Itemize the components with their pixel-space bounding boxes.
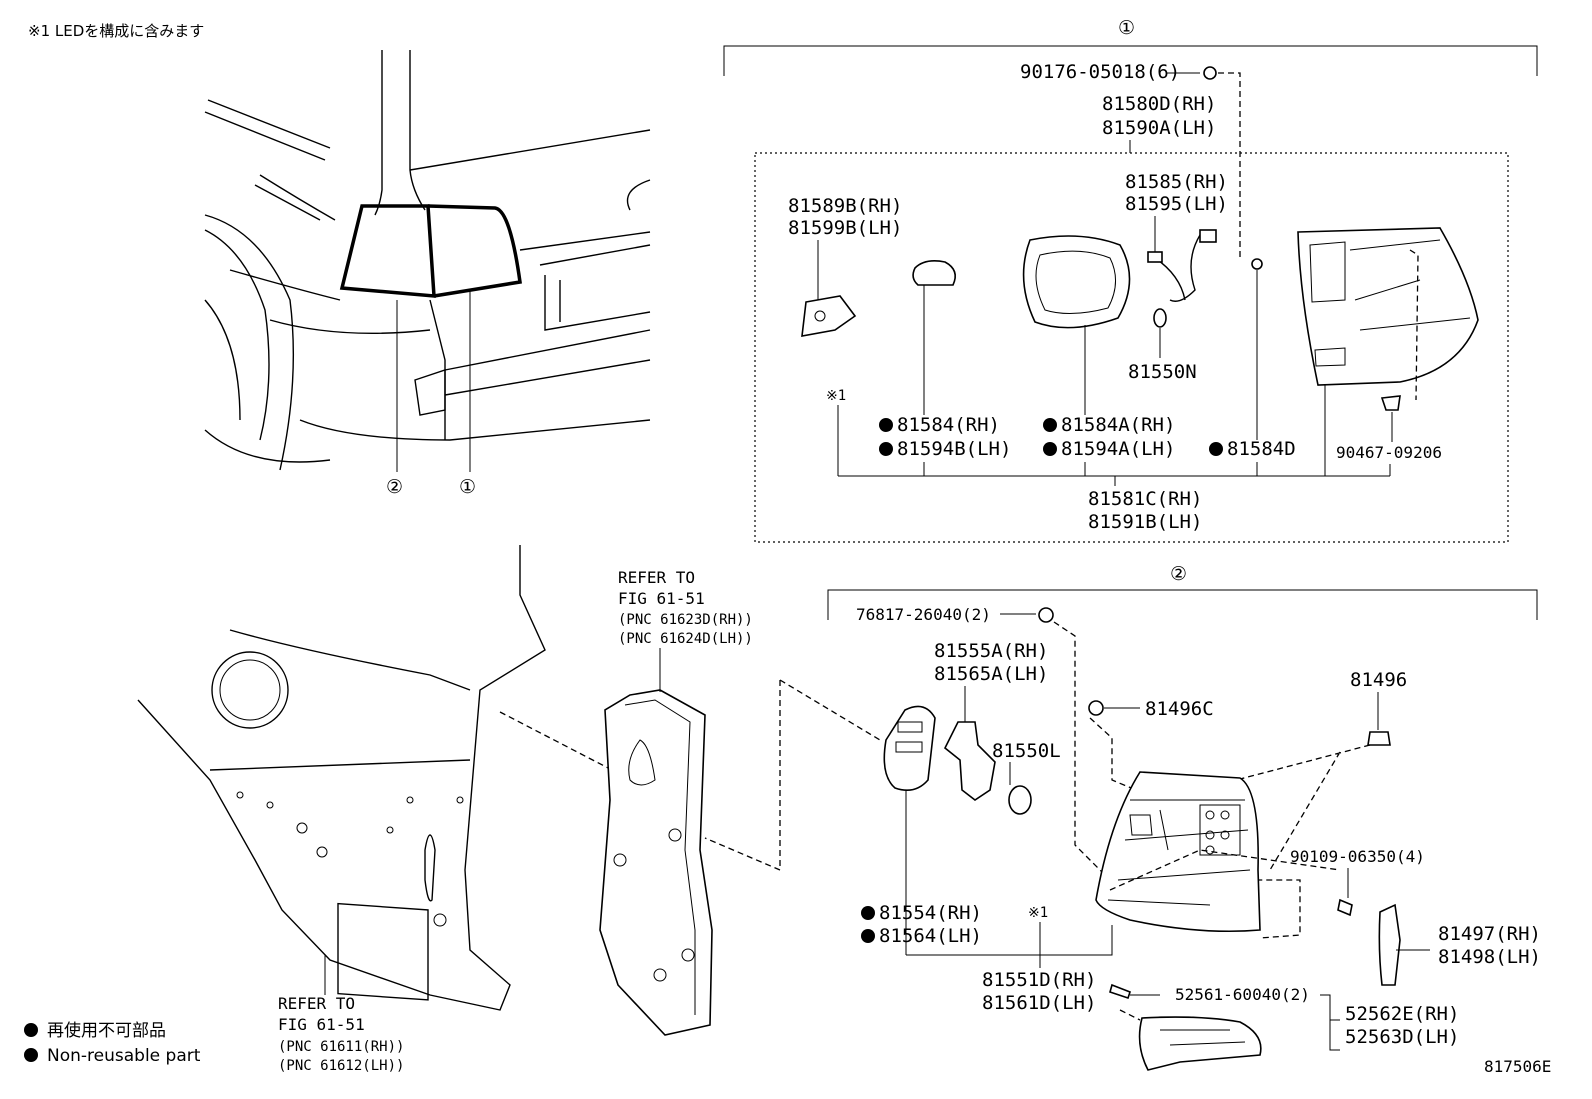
part-81565A[interactable]: 81565A(LH) [934, 663, 1048, 685]
part-81584A[interactable]: 81584A(RH) [1061, 414, 1175, 436]
part-81585[interactable]: 81585(RH) [1125, 171, 1228, 193]
refer-a-line3: (PNC 61623D(RH)) [618, 612, 753, 628]
part-90467-09206[interactable]: 90467-09206 [1336, 443, 1442, 462]
part-81580D[interactable]: 81580D(RH) [1102, 93, 1216, 115]
part-81550N[interactable]: 81550N [1128, 361, 1197, 383]
part-81594B[interactable]: 81594B(LH) [897, 438, 1011, 460]
group1-callout: ① [1118, 17, 1135, 39]
bracket-shape [1378, 903, 1401, 986]
legend-bullet-icon [24, 1048, 38, 1062]
header-note: ※1 LEDを構成に含みます [28, 22, 204, 40]
legend-bullet-icon [24, 1023, 38, 1037]
rear-lamp-shape [1095, 771, 1261, 933]
part-81591B[interactable]: 81591B(LH) [1088, 511, 1202, 533]
part-81599B[interactable]: 81599B(LH) [788, 217, 902, 239]
part-81584D[interactable]: 81584D [1227, 438, 1296, 460]
part-52561-60040[interactable]: 52561-60040(2) [1175, 985, 1310, 1004]
quarter-panel-illustration [137, 545, 546, 1011]
part-81498[interactable]: 81498(LH) [1438, 946, 1541, 968]
part-90109-06350[interactable]: 90109-06350(4) [1290, 847, 1425, 866]
vehicle-rear-illustration [204, 50, 651, 471]
refer-a-line4: (PNC 61624D(LH)) [618, 631, 753, 647]
screw-icon [1337, 898, 1353, 917]
refer-b-line2[interactable]: FIG 61-51 [278, 1015, 365, 1034]
cover-bracket-shape [801, 295, 857, 337]
reinforcement-illustration [599, 689, 713, 1036]
part-81550L[interactable]: 81550L [992, 740, 1061, 762]
part-52563D[interactable]: 52563D(LH) [1345, 1026, 1459, 1048]
bulb-81550L-shape [1008, 785, 1032, 815]
callout-1: ① [459, 476, 476, 498]
part-81551D[interactable]: 81551D(RH) [982, 969, 1096, 991]
group1-frame [754, 152, 1509, 543]
part-81555A[interactable]: 81555A(RH) [934, 640, 1048, 662]
part-76817-26040[interactable]: 76817-26040(2) [856, 605, 991, 624]
part-81595[interactable]: 81595(LH) [1125, 193, 1228, 215]
cushion-icon [1367, 731, 1391, 746]
refer-b-line4: (PNC 61612(LH)) [278, 1058, 404, 1074]
combination-lamp-shape [1297, 227, 1479, 386]
part-81554[interactable]: 81554(RH) [879, 902, 982, 924]
part-81497[interactable]: 81497(RH) [1438, 923, 1541, 945]
socket-shape [943, 721, 996, 801]
group1-mark: ※1 [826, 388, 846, 404]
pad-shape [883, 705, 936, 791]
refer-b-line1: REFER TO [278, 994, 355, 1013]
legend-jp: 再使用不可部品 [47, 1020, 166, 1041]
callout-2: ② [386, 476, 403, 498]
grommet-icon [1251, 258, 1263, 270]
grommet-2-icon [1088, 700, 1104, 716]
part-52562E[interactable]: 52562E(RH) [1345, 1003, 1459, 1025]
screw-2-icon [1109, 983, 1131, 1000]
part-81564[interactable]: 81564(LH) [879, 925, 982, 947]
part-81584[interactable]: 81584(RH) [897, 414, 1000, 436]
refer-a-line1: REFER TO [618, 568, 695, 587]
bolt-icon [1203, 66, 1217, 80]
group2-mark: ※1 [1028, 905, 1048, 921]
part-81561D[interactable]: 81561D(LH) [982, 992, 1096, 1014]
part-81589B[interactable]: 81589B(RH) [788, 195, 902, 217]
legend-en: Non-reusable part [47, 1046, 201, 1066]
refer-b-line3: (PNC 61611(RH)) [278, 1039, 404, 1055]
figure-id: 817506E [1484, 1057, 1551, 1076]
lens-cap-shape [912, 260, 956, 286]
group2-callout: ② [1170, 563, 1187, 585]
part-81581C[interactable]: 81581C(RH) [1088, 488, 1202, 510]
refer-a-line2[interactable]: FIG 61-51 [618, 589, 705, 608]
part-90176-05018[interactable]: 90176-05018(6) [1020, 61, 1180, 83]
nut-icon [1038, 607, 1054, 623]
part-81590A[interactable]: 81590A(LH) [1102, 117, 1216, 139]
part-81594A[interactable]: 81594A(LH) [1061, 438, 1175, 460]
gasket-shape [1022, 235, 1131, 329]
part-81496[interactable]: 81496 [1350, 669, 1407, 691]
part-81496C[interactable]: 81496C [1145, 698, 1214, 720]
